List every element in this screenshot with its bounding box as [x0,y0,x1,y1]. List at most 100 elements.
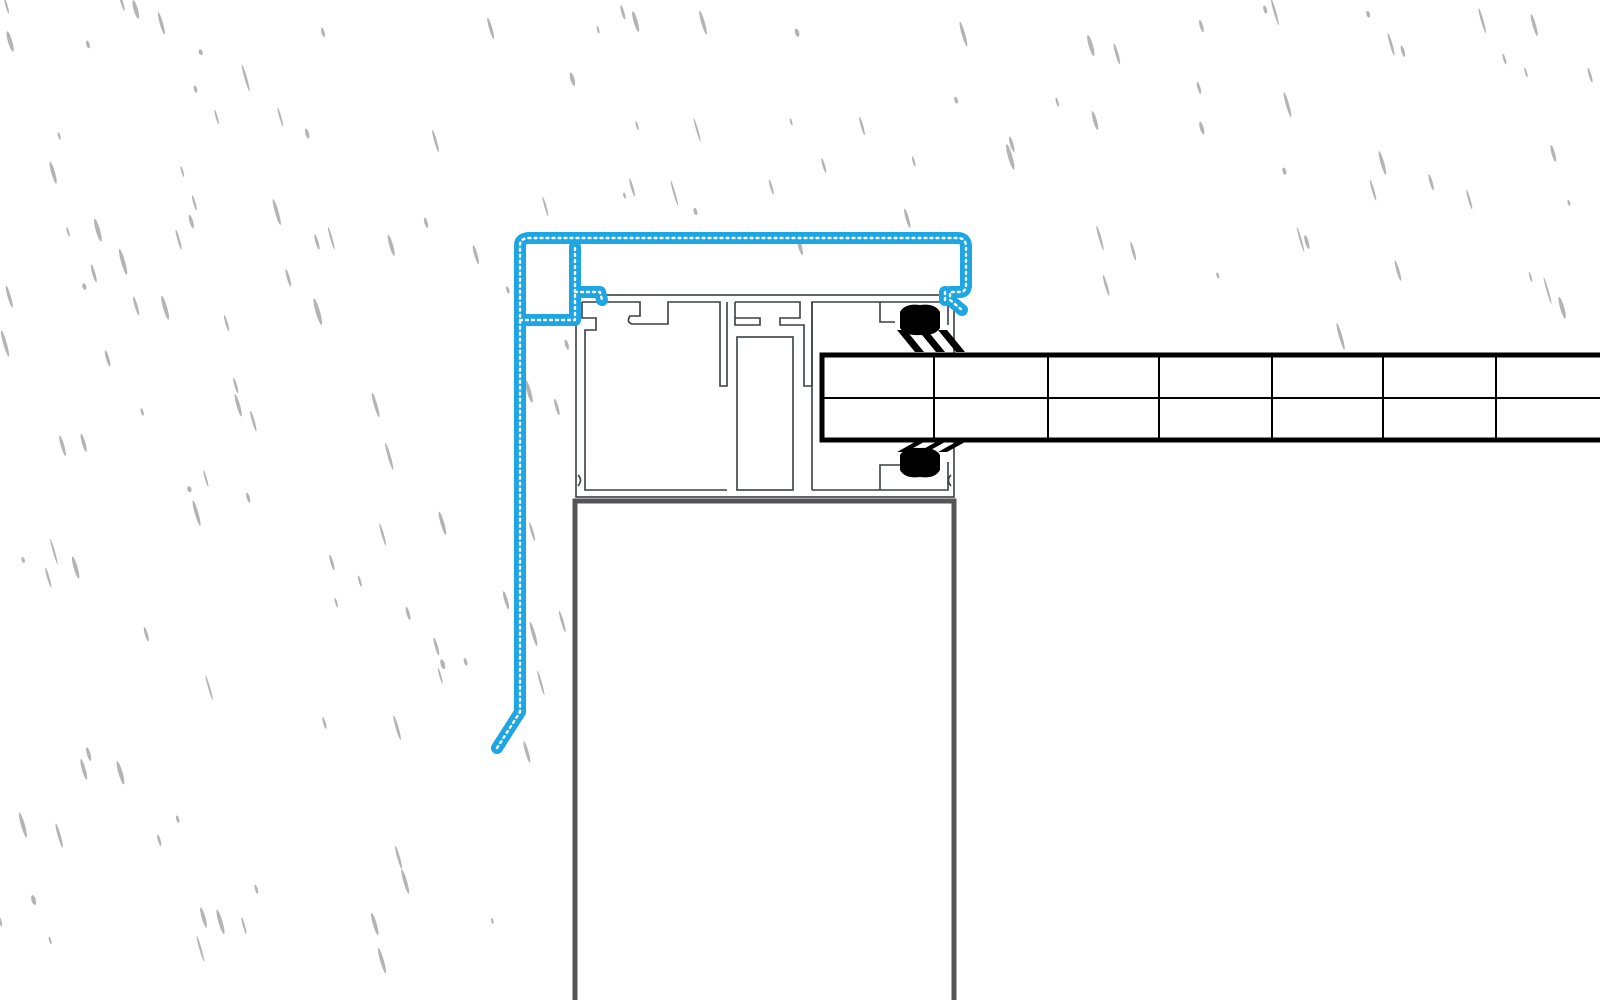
raindrop [529,621,538,647]
raindrop [506,286,510,294]
raindrop [1113,43,1121,65]
raindrop [1378,151,1387,175]
raindrop [1567,199,1571,206]
raindrop [223,315,230,332]
flashing-cap [491,232,972,754]
raindrop [57,132,61,140]
raindrop [529,522,536,542]
raindrop [490,918,494,924]
raindrop [1543,277,1552,304]
raindrop [1216,272,1220,279]
raindrop [313,298,323,326]
raindrop [116,761,125,785]
raindrop [440,659,446,670]
raindrop [1394,260,1402,281]
raindrop [86,747,92,761]
raindrop [198,49,203,56]
raindrop [1282,167,1287,175]
raindrop [859,116,865,135]
raindrop [629,178,636,197]
raindrop [357,575,362,587]
raindrop [188,214,194,229]
raindrop [1478,8,1487,34]
raindrop [203,470,209,487]
raindrop [423,217,429,228]
raindrop [387,234,395,256]
raindrop [1296,227,1305,252]
raindrop [1006,144,1015,170]
raindrop [85,40,90,49]
raindrop [911,156,916,167]
raindrop [371,912,379,936]
raindrop [0,914,3,927]
raindrop [320,27,326,37]
raindrop [234,394,242,417]
raindrop [1466,189,1473,210]
raindrop [1091,111,1099,131]
raindrop [1096,225,1104,251]
rain-streaks [0,0,1593,974]
raindrop [699,10,707,35]
raindrop [377,948,387,974]
raindrop [558,610,566,633]
raindrop [693,118,701,142]
raindrop [438,511,447,536]
raindrop [1558,297,1566,319]
raindrop [1199,19,1204,33]
raindrop [5,285,13,308]
raindrop [623,192,627,199]
raindrop [432,130,439,153]
upper-gasket [900,304,940,336]
raindrop [1428,174,1434,191]
raindrop [49,161,57,184]
raindrop [789,118,793,126]
raindrop [1196,81,1202,94]
raindrop [334,597,338,608]
raindrop [437,667,443,684]
raindrop [385,442,394,470]
raindrop [80,433,87,452]
raindrop [1530,14,1538,37]
raindrop [18,812,27,838]
raindrop [21,557,25,563]
raindrop [1550,145,1557,162]
raindrop [1524,67,1528,78]
raindrop [635,121,639,131]
raindrop [1366,10,1371,18]
raindrop [272,199,281,225]
raindrop [216,909,225,935]
raindrop [6,31,14,52]
raindrop [140,408,144,416]
raindrop [196,935,205,962]
raindrop [954,96,959,104]
raindrop [1270,0,1279,25]
raindrop [1304,235,1310,249]
raindrop [66,226,70,237]
lower-gasket [900,447,940,478]
raindrop [1102,274,1110,296]
raindrop [1009,136,1015,152]
raindrop [1528,272,1533,283]
raindrop [200,907,207,928]
raindrop [205,675,213,701]
raindrop [395,846,403,870]
raindrop [180,166,185,177]
raindrop [379,523,387,546]
raindrop [525,380,533,403]
raindrop [1130,242,1137,261]
raindrop [1199,121,1205,135]
raindrop [620,5,626,20]
raindrop [1087,35,1095,56]
raindrop [233,377,239,394]
raindrop [794,28,800,37]
raindrop [4,0,10,14]
raindrop [118,249,128,275]
raindrop [48,936,52,945]
raindrop [192,500,201,526]
raindrop [596,25,600,34]
raindrop [904,208,911,228]
raindrop [1283,92,1292,118]
raindrop [59,435,66,456]
raindrop [104,350,111,367]
